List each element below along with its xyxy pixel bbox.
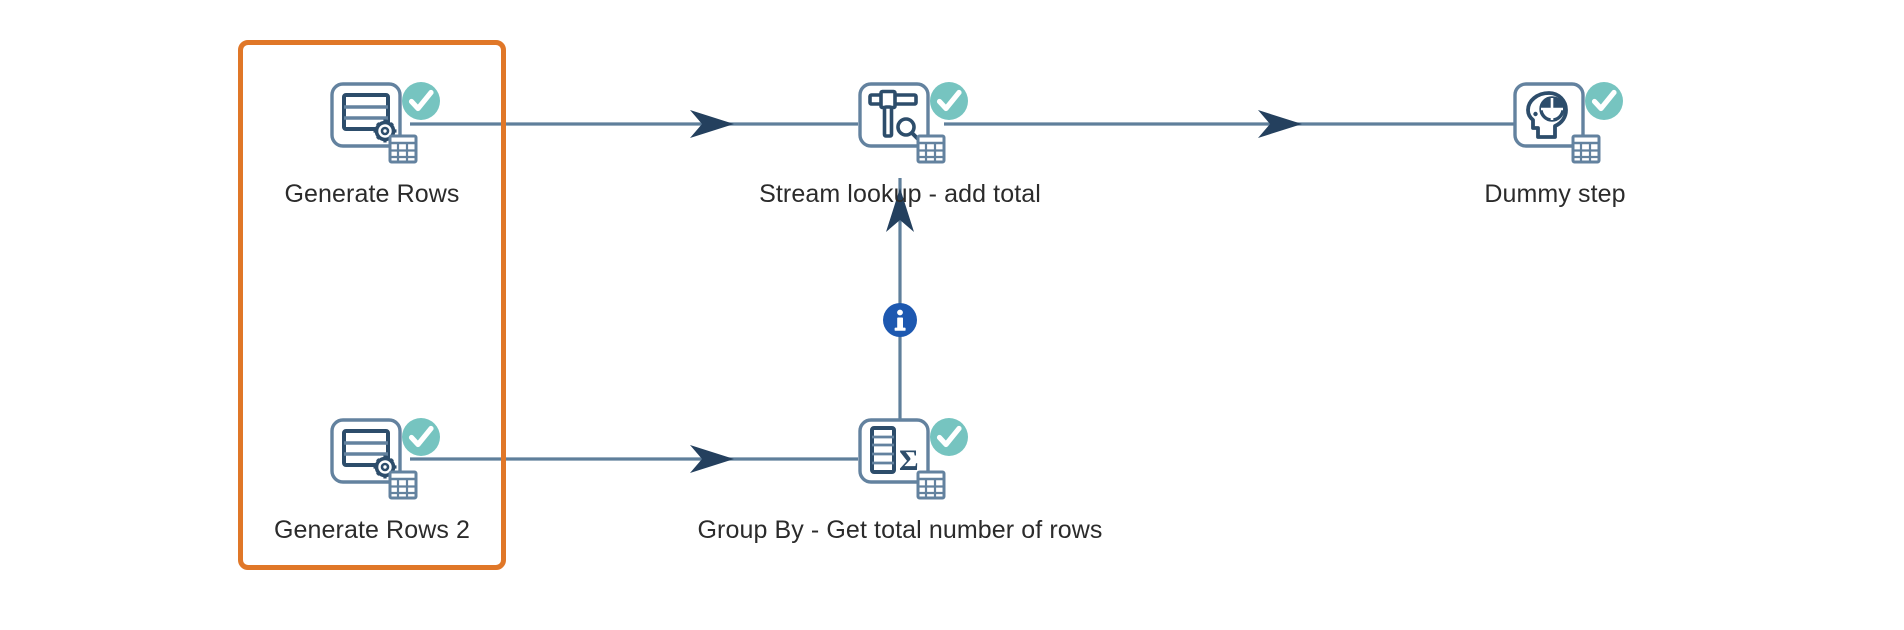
hop-generate-rows-to-stream-lookup[interactable] — [410, 110, 858, 138]
stream-lookup-icon[interactable] — [854, 76, 946, 168]
step-label-stream-lookup: Stream lookup - add total — [759, 180, 1041, 208]
head-brain-icon — [1526, 91, 1568, 139]
magnifier-icon — [896, 117, 922, 143]
sigma-symbol-icon: Σ — [899, 444, 919, 477]
check-badge-icon — [930, 418, 968, 456]
step-label-generate-rows-2: Generate Rows 2 — [273, 516, 471, 544]
selection-rectangle[interactable] — [238, 40, 506, 570]
grid-badge-icon — [916, 470, 946, 500]
grid-badge-icon — [1571, 134, 1601, 164]
generate-rows-icon[interactable] — [326, 76, 418, 168]
step-label-group-by: Group By - Get total number of rows — [697, 516, 1103, 544]
column-table-icon — [870, 426, 896, 474]
hop-generate-rows-2-to-group-by[interactable] — [410, 445, 858, 473]
generate-rows-icon[interactable] — [326, 412, 418, 504]
check-badge-icon — [1585, 82, 1623, 120]
hop-stream-lookup-to-dummy-step[interactable] — [944, 110, 1516, 138]
info-badge-icon[interactable] — [880, 300, 920, 340]
hop-group-by-to-stream-lookup[interactable] — [886, 178, 914, 420]
grid-badge-icon — [916, 134, 946, 164]
dummy-step-icon[interactable] — [1509, 76, 1601, 168]
step-label-generate-rows: Generate Rows — [284, 180, 460, 208]
check-badge-icon — [402, 418, 440, 456]
grid-badge-icon — [388, 470, 418, 500]
group-by-icon[interactable]: Σ — [854, 412, 946, 504]
step-label-dummy-step: Dummy step — [1484, 180, 1626, 208]
check-badge-icon — [930, 82, 968, 120]
hammer-icon — [868, 89, 918, 138]
grid-badge-icon — [388, 134, 418, 164]
check-badge-icon — [402, 82, 440, 120]
